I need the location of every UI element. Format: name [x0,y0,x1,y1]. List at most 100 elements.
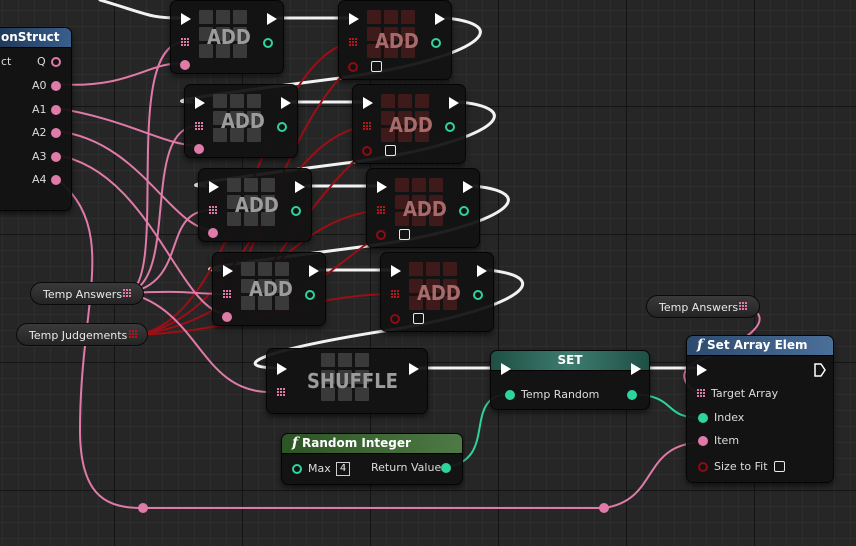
exec-in-pin[interactable] [181,13,191,25]
break-struct-node[interactable]: onStruct ct Q A0 A1 A2 A3 A4 [0,27,72,211]
bool-checkbox[interactable] [413,313,424,324]
node-title: ADD [389,113,433,137]
add-node-answers-3[interactable]: ADD [198,168,312,242]
pin-q[interactable] [51,57,61,67]
bool-in-pin[interactable] [362,146,372,156]
variable-label: Temp Answers [659,301,739,314]
max-value-input[interactable]: 4 [336,462,350,476]
add-node-answers-2[interactable]: ADD [184,84,298,158]
return-value-pin[interactable] [441,463,451,473]
exec-in-pin[interactable] [209,181,219,193]
exec-out-pin[interactable] [449,97,459,109]
exec-out-pin[interactable] [267,13,277,25]
exec-out-pin[interactable] [409,363,419,375]
pin-label-q: Q [37,55,46,68]
reroute-node[interactable] [599,503,609,513]
item-in-pin[interactable] [194,144,204,154]
add-node-answers-1[interactable]: ADD [170,0,284,74]
array-pin-icon[interactable] [363,122,371,130]
pin-a3[interactable] [51,152,61,162]
exec-out-pin[interactable] [435,13,445,25]
node-title: SET [491,351,649,371]
item-in-pin[interactable] [208,228,218,238]
temp-answers-getter-2[interactable]: Temp Answers [646,295,760,318]
array-pin-icon[interactable] [181,38,189,46]
max-in-pin[interactable] [292,464,302,474]
array-pin-icon[interactable] [209,206,217,214]
add-node-judgements-1[interactable]: ADD [338,0,452,80]
exec-in-pin[interactable] [349,13,359,25]
array-pin-icon[interactable] [129,330,137,338]
pin-a1[interactable] [51,105,61,115]
add-node-judgements-2[interactable]: ADD [352,84,466,164]
array-pin-icon[interactable] [377,206,385,214]
array-pin-icon[interactable] [277,388,285,396]
array-pin-icon[interactable] [739,302,747,310]
pin-a2[interactable] [51,128,61,138]
exec-in-pin[interactable] [697,364,707,376]
bool-in-pin[interactable] [348,62,358,72]
size-to-fit-pin[interactable] [698,462,708,472]
index-out-pin[interactable] [263,38,273,48]
item-in-pin[interactable] [222,312,232,322]
add-node-judgements-4[interactable]: ADD [380,252,494,332]
node-title: SHUFFLE [307,369,398,393]
bool-checkbox[interactable] [371,61,382,72]
item-in-pin[interactable] [698,436,708,446]
exec-out-pin[interactable] [295,181,305,193]
index-out-pin[interactable] [473,290,483,300]
array-pin-icon[interactable] [697,389,705,397]
index-out-pin[interactable] [305,290,315,300]
pin-label: Index [714,411,745,424]
node-title: ADD [235,193,279,217]
index-out-pin[interactable] [431,38,441,48]
index-in-pin[interactable] [698,413,708,423]
index-out-pin[interactable] [277,122,287,132]
exec-in-pin[interactable] [277,363,287,375]
temp-random-out-pin[interactable] [627,390,637,400]
node-title: Set Array Elem [707,338,808,352]
shuffle-node[interactable]: SHUFFLE [266,348,428,414]
exec-in-pin[interactable] [223,265,233,277]
array-pin-icon[interactable] [195,122,203,130]
temp-answers-getter[interactable]: Temp Answers [30,282,144,305]
add-node-judgements-3[interactable]: ADD [366,168,480,248]
exec-in-pin[interactable] [391,265,401,277]
exec-in-pin[interactable] [195,97,205,109]
array-pin-icon[interactable] [391,290,399,298]
temp-judgements-getter[interactable]: Temp Judgements [16,323,148,346]
bool-checkbox[interactable] [399,229,410,240]
exec-out-pin[interactable] [814,363,826,377]
array-pin-icon[interactable] [223,290,231,298]
set-node[interactable]: SET Temp Random [490,350,650,410]
function-icon: f [292,435,299,451]
exec-in-pin[interactable] [501,363,511,375]
array-pin-icon[interactable] [349,38,357,46]
array-pin-icon[interactable] [123,289,131,297]
exec-in-pin[interactable] [377,181,387,193]
temp-random-in-pin[interactable] [505,390,515,400]
bool-checkbox[interactable] [385,145,396,156]
exec-in-pin[interactable] [363,97,373,109]
index-out-pin[interactable] [459,206,469,216]
reroute-node[interactable] [138,503,148,513]
index-out-pin[interactable] [445,122,455,132]
exec-out-pin[interactable] [281,97,291,109]
bool-in-pin[interactable] [376,230,386,240]
exec-out-pin[interactable] [477,265,487,277]
size-to-fit-checkbox[interactable] [774,461,785,472]
node-title: ADD [207,25,251,49]
exec-out-pin[interactable] [309,265,319,277]
pin-a4[interactable] [51,175,61,185]
exec-out-pin[interactable] [631,363,641,375]
a0-wire [55,62,185,86]
index-out-pin[interactable] [291,206,301,216]
add-node-answers-4[interactable]: ADD [212,252,326,326]
item-in-pin[interactable] [180,60,190,70]
pin-label-a1: A1 [32,103,47,116]
pin-a0[interactable] [51,81,61,91]
bool-in-pin[interactable] [390,314,400,324]
exec-out-pin[interactable] [463,181,473,193]
